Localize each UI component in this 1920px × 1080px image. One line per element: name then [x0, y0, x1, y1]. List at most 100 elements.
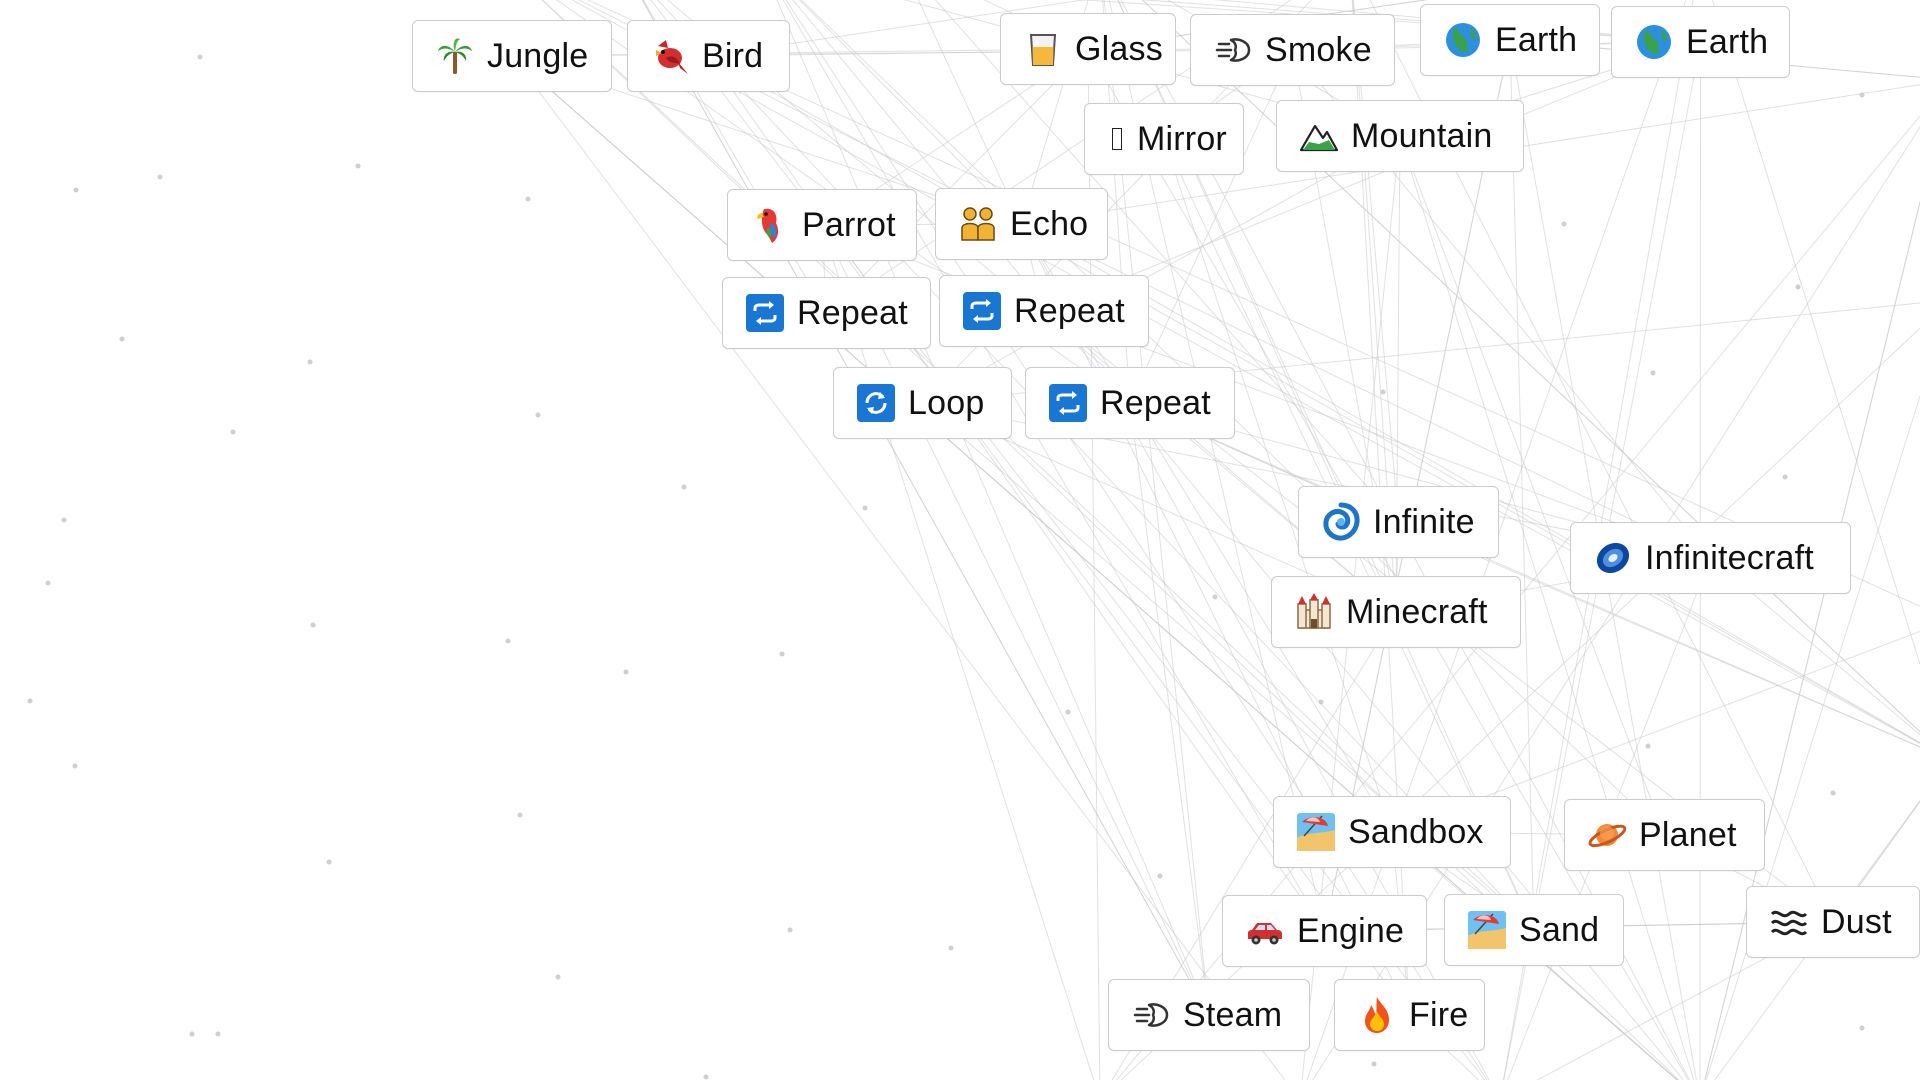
- link-line: [1129, 402, 1210, 1016]
- background-dot: [215, 1031, 221, 1037]
- element-tile-jungle[interactable]: Jungle: [412, 20, 612, 92]
- element-label: Smoke: [1265, 30, 1372, 69]
- element-label: Parrot: [802, 205, 896, 244]
- link-line: [821, 224, 1095, 1080]
- background-dot: [681, 484, 687, 490]
- element-tile-planet[interactable]: Planet: [1564, 799, 1765, 871]
- element-tile-smoke[interactable]: Smoke: [1190, 14, 1395, 86]
- link-line: [798, 0, 1022, 225]
- background-dot: [1380, 389, 1386, 395]
- background-dot: [517, 812, 523, 818]
- element-tile-fire[interactable]: Fire: [1334, 979, 1485, 1051]
- background-dot: [1859, 1025, 1865, 1031]
- element-tile-mirror[interactable]: Mirror: [1084, 103, 1244, 175]
- background-dot: [1795, 284, 1801, 290]
- background-dot: [623, 669, 629, 675]
- background-dot: [72, 763, 78, 769]
- element-label: Repeat: [1100, 383, 1211, 422]
- element-label: Echo: [1010, 204, 1089, 243]
- link-line: [1399, 135, 1665, 836]
- globe-icon: [1443, 20, 1483, 60]
- element-label: Infinite: [1373, 502, 1475, 541]
- element-tile-dust[interactable]: Dust: [1746, 886, 1920, 958]
- element-label: Planet: [1639, 815, 1737, 854]
- link-line: [1705, 394, 1920, 1080]
- beach-icon: [1467, 910, 1507, 950]
- link-line: [934, 0, 1399, 523]
- galaxy-icon: [1593, 538, 1633, 578]
- element-label: Dust: [1821, 902, 1892, 941]
- link-line: [1324, 39, 1511, 932]
- car-icon: [1245, 911, 1285, 951]
- element-label: Steam: [1183, 995, 1283, 1034]
- element-tile-repeat[interactable]: Repeat: [722, 277, 931, 349]
- link-line: [571, 0, 1920, 745]
- element-tile-echo[interactable]: Echo: [935, 188, 1108, 260]
- parrot-icon: [750, 205, 790, 245]
- glass-icon: [1023, 29, 1063, 69]
- background-dot: [1065, 709, 1071, 715]
- element-tile-earth[interactable]: Earth: [1420, 4, 1600, 76]
- background-dot: [310, 622, 316, 628]
- link-line: [776, 0, 1210, 1016]
- element-tile-earth[interactable]: Earth: [1611, 6, 1790, 78]
- element-label: Earth: [1495, 20, 1578, 59]
- globe-icon: [1634, 22, 1674, 62]
- link-line: [782, 0, 1325, 932]
- background-dot: [787, 927, 793, 933]
- link-line: [821, 224, 1410, 1016]
- background-dot: [555, 974, 561, 980]
- fire-icon: [1357, 995, 1397, 1035]
- background-dot: [157, 174, 163, 180]
- element-tile-minecraft[interactable]: Minecraft: [1271, 576, 1521, 648]
- bird-icon: [650, 36, 690, 76]
- element-label: Bird: [702, 36, 764, 75]
- element-tile-parrot[interactable]: Parrot: [727, 189, 917, 261]
- element-tile-infinite[interactable]: Infinite: [1298, 486, 1499, 558]
- element-label: Mountain: [1351, 116, 1493, 155]
- background-dot: [73, 187, 79, 193]
- element-tile-engine[interactable]: Engine: [1222, 895, 1427, 967]
- background-dot: [1645, 743, 1651, 749]
- element-label: Mirror: [1137, 119, 1227, 158]
- element-label: Glass: [1075, 29, 1163, 68]
- link-line: [826, 48, 1089, 314]
- element-label: Jungle: [487, 36, 589, 75]
- background-dot: [197, 54, 203, 60]
- link-line: [657, 0, 1535, 931]
- background-dot: [27, 698, 33, 704]
- background-dot: [1561, 221, 1567, 227]
- background-dot: [948, 945, 954, 951]
- element-tile-bird[interactable]: Bird: [627, 20, 790, 92]
- repeat-icon: [745, 293, 785, 333]
- background-dot: [355, 163, 361, 169]
- element-tile-loop[interactable]: Loop: [833, 367, 1012, 439]
- link-line: [1129, 49, 1293, 404]
- saturn-icon: [1587, 815, 1627, 855]
- smoke-icon: [1131, 995, 1171, 1035]
- element-tile-repeat[interactable]: Repeat: [1025, 367, 1235, 439]
- link-line: [1399, 135, 1695, 1080]
- link-line: [708, 55, 1920, 744]
- background-dot: [189, 1031, 195, 1037]
- repeat-icon: [1048, 383, 1088, 423]
- palm-tree-icon: [435, 36, 475, 76]
- element-tile-sand[interactable]: Sand: [1444, 894, 1624, 966]
- background-dots: [27, 54, 1865, 1080]
- element-tile-sandbox[interactable]: Sandbox: [1273, 796, 1511, 868]
- background-dot: [1157, 873, 1163, 879]
- beach-icon: [1296, 812, 1336, 852]
- element-tile-glass[interactable]: Glass: [1000, 13, 1176, 85]
- missing-glyph-icon: [1107, 119, 1127, 159]
- mountain-icon: [1299, 116, 1339, 156]
- link-line: [1043, 41, 1701, 312]
- link-line: [1141, 0, 1920, 733]
- element-tile-mountain[interactable]: Mountain: [1276, 100, 1524, 172]
- element-tile-steam[interactable]: Steam: [1108, 979, 1310, 1051]
- element-tile-infinitecraft[interactable]: Infinitecraft: [1570, 522, 1851, 594]
- background-dot: [1782, 474, 1788, 480]
- link-line: [708, 0, 1087, 57]
- background-dot: [525, 196, 531, 202]
- element-tile-repeat[interactable]: Repeat: [939, 275, 1149, 347]
